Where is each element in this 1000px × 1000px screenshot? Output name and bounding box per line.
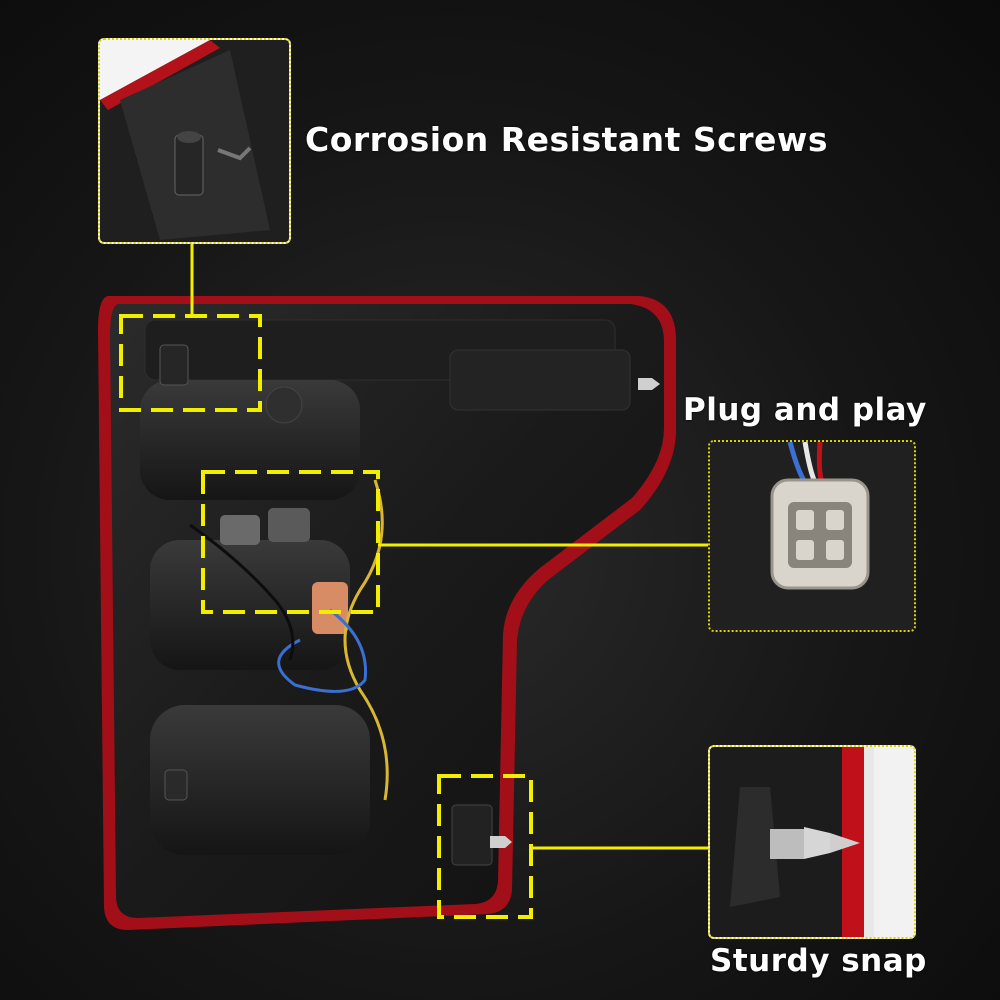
screws-detail-inset	[98, 38, 291, 244]
round-plug	[265, 386, 303, 424]
snap-feature-label: Sturdy snap	[710, 943, 927, 979]
gray-connector-2	[268, 508, 310, 542]
snap-bolt-icon	[710, 747, 914, 937]
top-mount-stud	[159, 344, 189, 386]
orange-socket	[312, 582, 348, 634]
bottom-left-stud	[164, 769, 188, 801]
snap-bolt	[490, 836, 512, 848]
plug-detail-inset	[708, 440, 916, 632]
snap-detail-inset	[708, 745, 916, 939]
black-wire	[189, 523, 295, 661]
screws-feature-label: Corrosion Resistant Screws	[305, 120, 829, 159]
middle-socket	[150, 540, 350, 670]
plug-feature-label: Plug and play	[683, 392, 927, 428]
wire-connector-icon	[710, 442, 914, 630]
side-bolt	[638, 378, 660, 390]
upper-socket	[140, 380, 360, 500]
lower-socket	[150, 705, 370, 855]
side-bracket	[449, 349, 631, 411]
plug-highlight-box	[201, 470, 380, 614]
mounting-stud-icon	[100, 40, 289, 242]
gray-connector-1	[220, 515, 260, 545]
blue-wire	[277, 608, 368, 693]
bottom-snap-bracket	[451, 804, 493, 866]
yellow-wire	[343, 479, 389, 801]
